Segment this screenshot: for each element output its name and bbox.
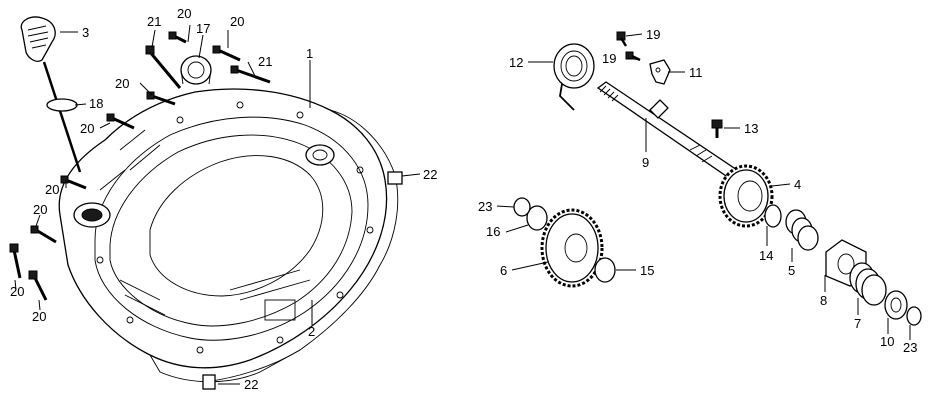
callout-2: 2 — [308, 324, 315, 339]
callout-12: 12 — [509, 55, 523, 70]
oil-dipstick — [20, 16, 82, 173]
callout-9: 9 — [642, 155, 649, 170]
callout-13: 13 — [744, 121, 758, 136]
callout-20e: 20 — [45, 182, 59, 197]
callout-20h: 20 — [32, 309, 46, 324]
callout-3: 3 — [82, 25, 89, 40]
callout-15: 15 — [640, 263, 654, 278]
callout-8: 8 — [820, 293, 827, 308]
callout-18: 18 — [89, 96, 103, 111]
oil-seal — [180, 55, 212, 85]
callout-21a: 21 — [147, 14, 161, 29]
snap-ring — [906, 306, 922, 326]
washer — [764, 204, 782, 228]
bolts — [9, 31, 271, 301]
callout-5: 5 — [788, 263, 795, 278]
callout-20g: 20 — [10, 284, 24, 299]
crankcase-cover — [58, 88, 403, 390]
callout-20a: 20 — [177, 6, 191, 21]
snap-ring-left — [513, 197, 531, 217]
callout-17: 17 — [196, 21, 210, 36]
callout-22a: 22 — [423, 167, 437, 182]
callout-20c: 20 — [115, 76, 129, 91]
leader-lines — [14, 24, 911, 385]
callout-20d: 20 — [80, 121, 94, 136]
callout-23b: 23 — [903, 340, 917, 355]
callout-20b: 20 — [230, 14, 244, 29]
callout-21b: 21 — [258, 54, 272, 69]
ratchet-spring — [785, 209, 819, 251]
callout-11: 11 — [689, 65, 703, 80]
callout-23a: 23 — [478, 199, 492, 214]
callout-1: 1 — [306, 46, 313, 61]
callout-22b: 22 — [244, 377, 258, 392]
spring-collar — [884, 290, 908, 320]
callout-4: 4 — [794, 177, 801, 192]
return-spring — [553, 43, 595, 111]
callout-19a: 19 — [646, 27, 660, 42]
callout-20f: 20 — [33, 202, 47, 217]
o-ring — [46, 98, 78, 112]
callout-7: 7 — [854, 316, 861, 331]
kickstarter-spindle — [596, 81, 742, 181]
stopper-bolt — [711, 119, 723, 138]
callout-6: 6 — [500, 263, 507, 278]
thrust-washer — [526, 205, 548, 231]
callout-19b: 19 — [602, 51, 616, 66]
callout-14: 14 — [759, 248, 773, 263]
friction-spring — [849, 262, 887, 306]
callout-labels: 3 18 21 20 17 20 21 20 20 20 20 20 20 1 … — [10, 6, 917, 392]
ratchet-guide — [649, 59, 671, 85]
callout-10: 10 — [880, 334, 894, 349]
idle-gear — [540, 208, 604, 288]
callout-16: 16 — [486, 224, 500, 239]
kickstarter-gear — [718, 164, 774, 228]
small-bolts — [616, 31, 641, 62]
idle-gear-washer — [594, 257, 616, 283]
